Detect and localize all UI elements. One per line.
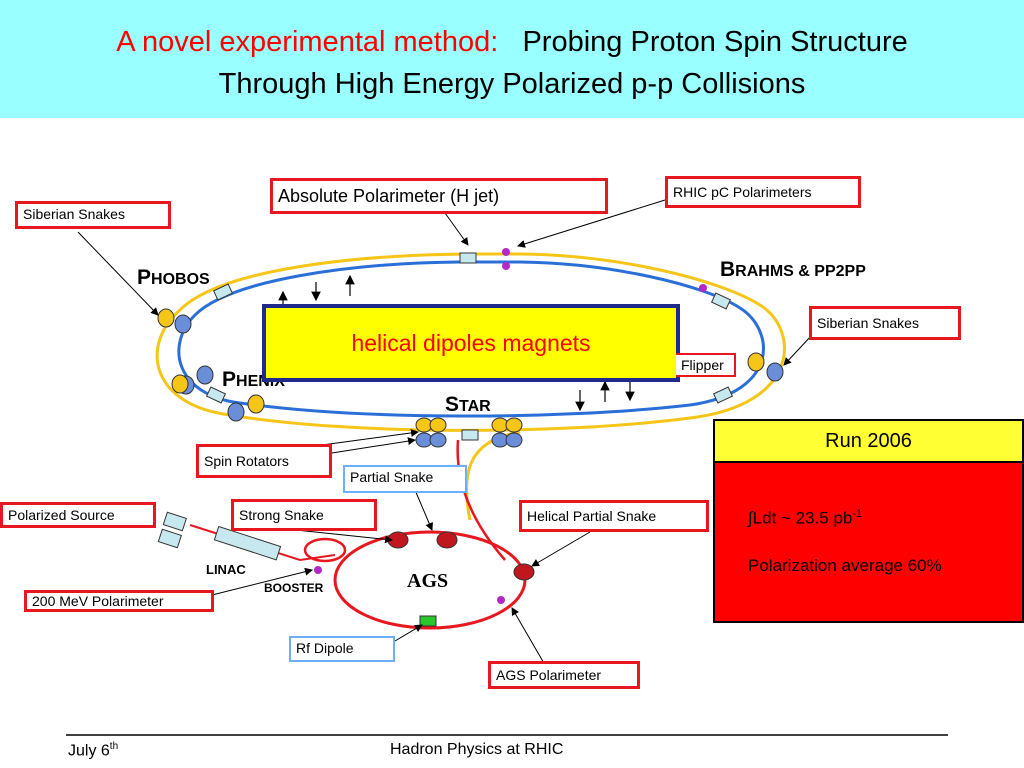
siberian-snakes-left-label: Siberian Snakes: [15, 201, 171, 229]
page-subtitle: Through High Energy Polarized p-p Collis…: [218, 68, 806, 100]
transfer-line: [456, 439, 506, 561]
star-label: STAR: [445, 393, 491, 416]
ags-label: AGS: [407, 570, 449, 592]
booster-label: BOOSTER: [264, 581, 324, 595]
helical-partial-snake-label: Helical Partial Snake: [519, 500, 709, 532]
linac-label: LINAC: [206, 562, 246, 577]
spin-rotators-label: Spin Rotators: [196, 444, 332, 478]
linac: [213, 525, 282, 561]
abs-polarimeter-label: Absolute Polarimeter (H jet): [270, 178, 608, 214]
strong-snake-label: Strong Snake: [231, 499, 377, 531]
partial-snake-label: Partial Snake: [343, 465, 467, 493]
polarized-source-label: Polarized Source: [0, 502, 156, 528]
rhic-pc-polarimeters-label: RHIC pC Polarimeters: [665, 176, 861, 208]
run-panel: [713, 461, 1024, 623]
footer-date: July 6th: [68, 741, 119, 760]
phobos-label: PHOBOS: [137, 266, 210, 289]
luminosity-text: ∫Ldt ~ 23.5 pb-1: [748, 508, 863, 528]
rf-dipole-label: Rf Dipole: [289, 636, 395, 662]
rf-dipole-marker: [419, 615, 437, 627]
booster-ring: [303, 537, 347, 563]
title-highlight: A novel experimental method:: [116, 26, 499, 58]
polarized-source-box-a: [162, 511, 187, 532]
helical-dipoles-box: helical dipoles magnets: [262, 304, 680, 382]
footer-title: Hadron Physics at RHIC: [390, 741, 564, 758]
spin-flipper-label: Flipper: [676, 353, 736, 377]
brahms-label: BRAHMS & PP2PP: [720, 258, 866, 281]
snake-markers: [157, 308, 784, 581]
ags-polarimeter-label: AGS Polarimeter: [488, 661, 640, 689]
polarization-text: Polarization average 60%: [748, 556, 942, 575]
title-rest: Probing Proton Spin Structure: [522, 26, 908, 58]
mev-polarimeter-label: 200 MeV Polarimeter: [24, 590, 214, 612]
polarimeter-dots: [314, 248, 707, 604]
siberian-snakes-right-label: Siberian Snakes: [809, 306, 961, 340]
page-title: A novel experimental method: Probing Pro…: [0, 26, 1024, 59]
polarized-source-box-b: [157, 528, 182, 549]
header-banner: [0, 0, 1024, 118]
